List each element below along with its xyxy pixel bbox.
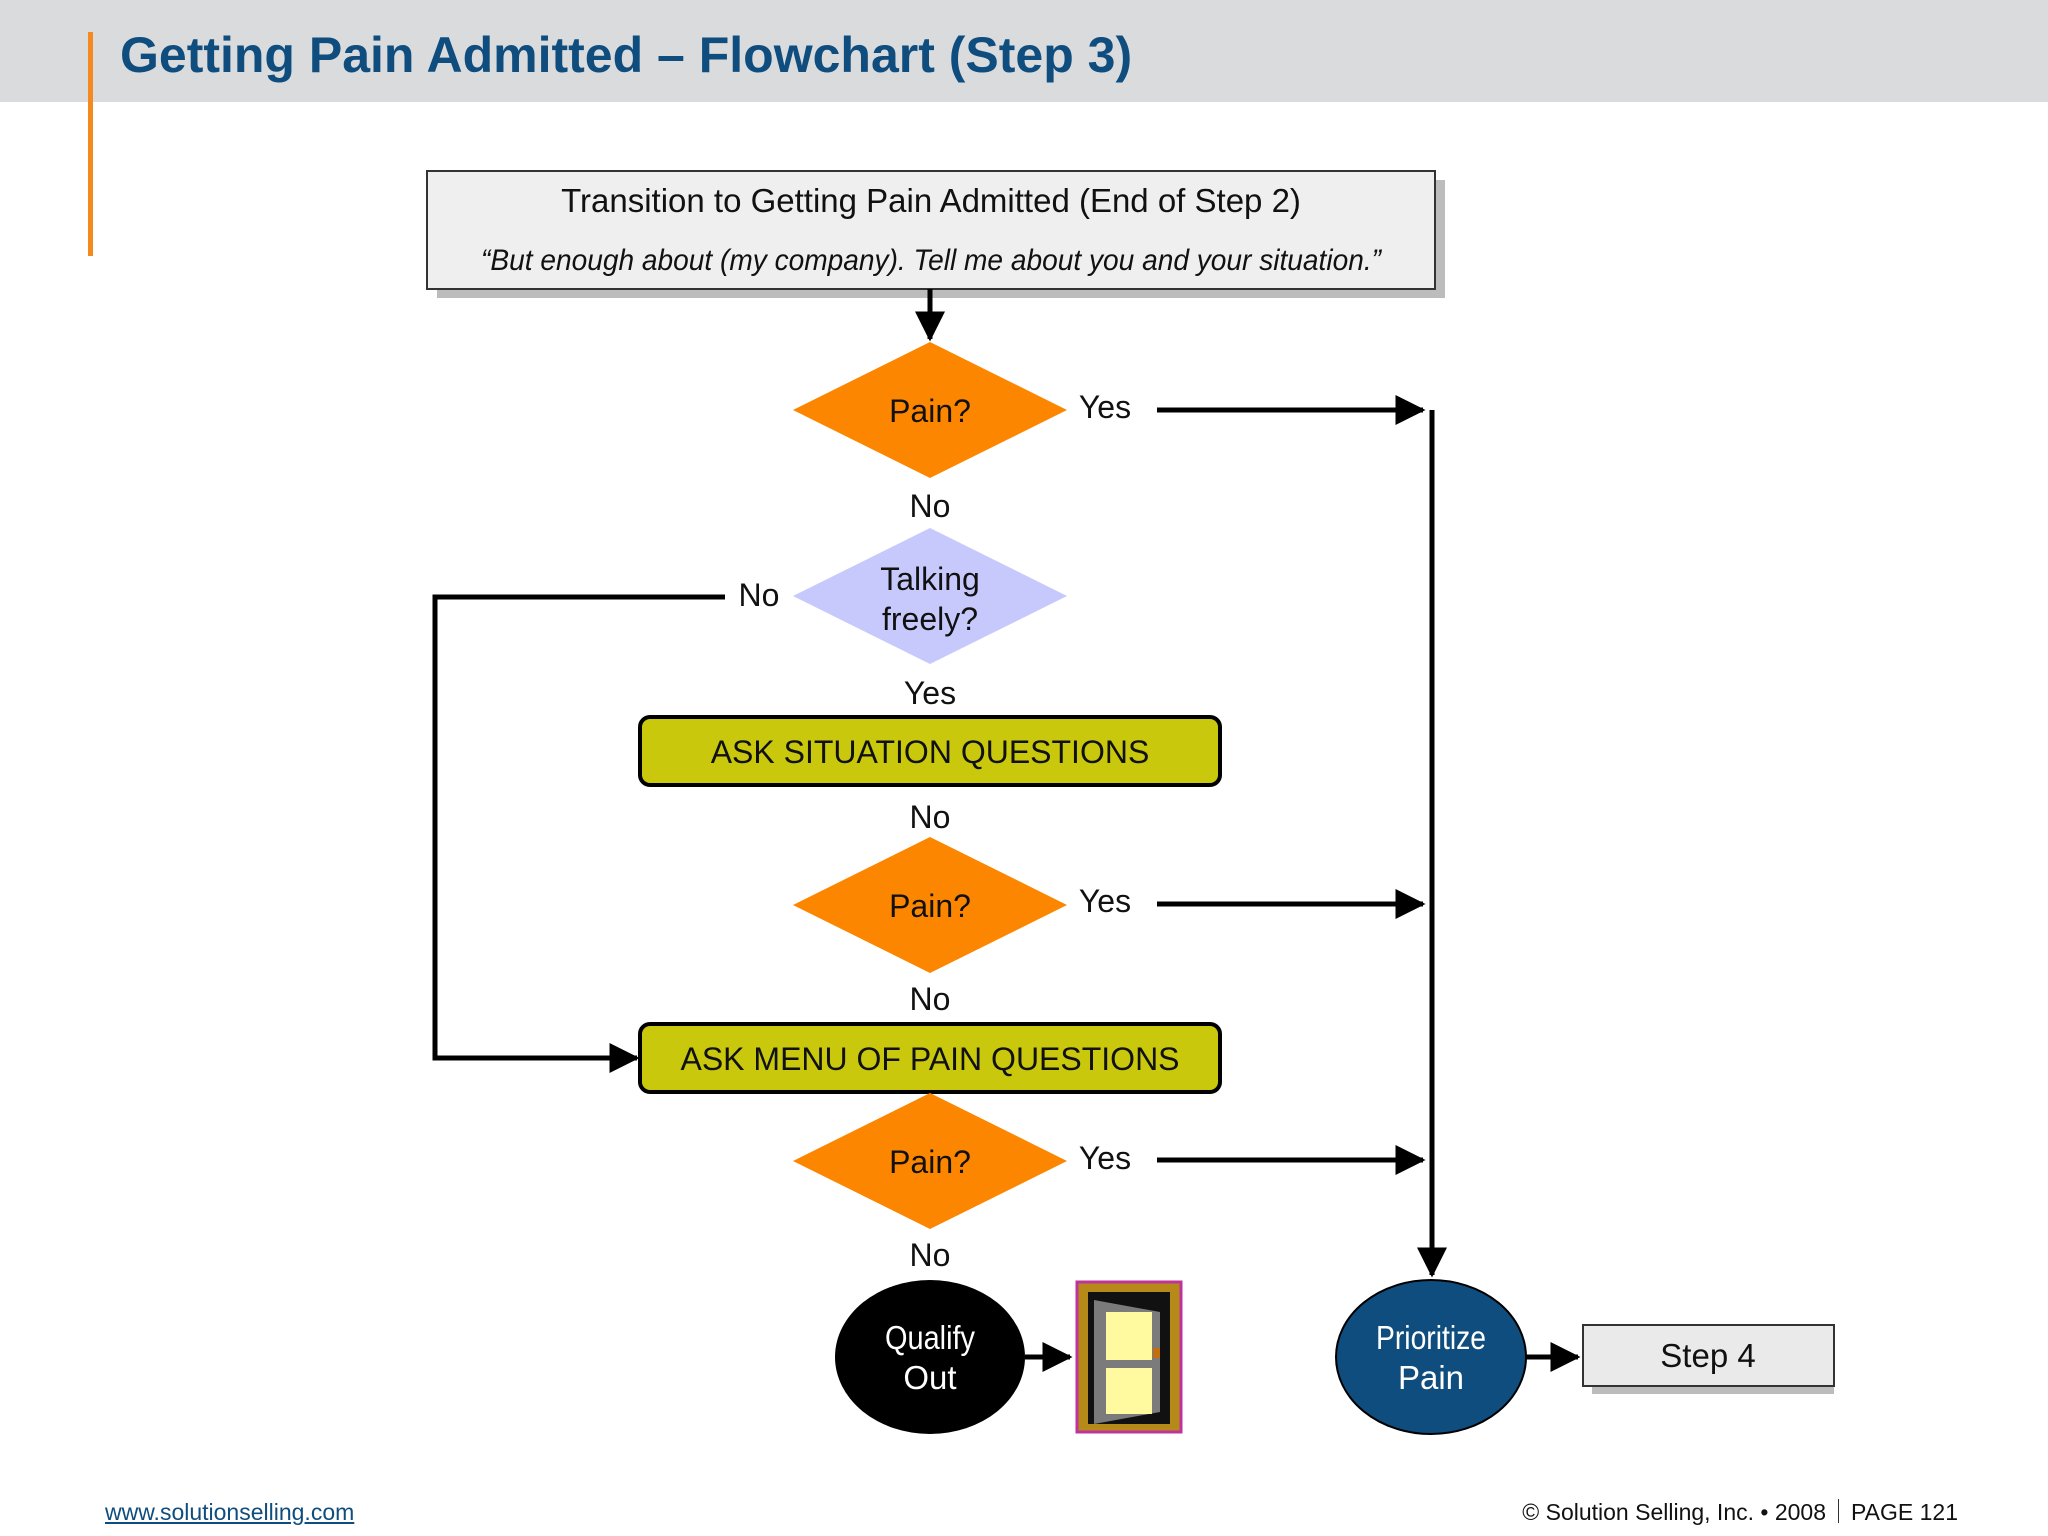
label-yes-talking: Yes	[904, 675, 956, 711]
decision-pain-2: Pain?	[793, 837, 1067, 973]
process-ask-situation-label: ASK SITUATION QUESTIONS	[711, 734, 1150, 770]
decision-pain-1: Pain?	[793, 342, 1067, 478]
start-box: Transition to Getting Pain Admitted (End…	[426, 170, 1445, 298]
label-yes-1: Yes	[1079, 389, 1131, 425]
label-no-3: No	[910, 981, 951, 1017]
decision-talking-line2: freely?	[882, 601, 978, 637]
footer-copyright: © Solution Selling, Inc. • 2008 PAGE 121	[1522, 1499, 1958, 1526]
footer-page-number: PAGE 121	[1851, 1499, 1958, 1525]
decision-talking-freely: Talking freely?	[793, 528, 1067, 664]
qualify-out-line1: Qualify	[885, 1319, 975, 1356]
start-box-title: Transition to Getting Pain Admitted (End…	[561, 182, 1301, 219]
qualify-out-line2: Out	[903, 1359, 956, 1396]
decision-pain-1-label: Pain?	[889, 393, 971, 429]
arrow-no-talking-loop	[432, 594, 725, 1073]
step4-box: Step 4	[1582, 1324, 1835, 1394]
terminal-qualify-out: Qualify Out	[835, 1280, 1025, 1434]
label-no-talking: No	[739, 577, 780, 613]
decision-talking-line1: Talking	[880, 561, 980, 597]
process-ask-menu-label: ASK MENU OF PAIN QUESTIONS	[680, 1041, 1179, 1077]
decision-pain-3-label: Pain?	[889, 1144, 971, 1180]
label-no-1: No	[910, 488, 951, 524]
terminal-prioritize-pain: Prioritize Pain	[1335, 1279, 1527, 1435]
step4-label: Step 4	[1660, 1337, 1755, 1374]
decision-pain-2-label: Pain?	[889, 888, 971, 924]
open-door-icon	[1075, 1280, 1183, 1434]
decision-pain-3: Pain?	[793, 1093, 1067, 1229]
footer-website-link[interactable]: www.solutionselling.com	[105, 1499, 355, 1525]
start-box-quote: “But enough about (my company). Tell me …	[481, 244, 1383, 277]
prioritize-line2: Pain	[1398, 1359, 1464, 1396]
accent-line	[88, 32, 93, 256]
header-bar	[0, 0, 2048, 102]
slide-title: Getting Pain Admitted – Flowchart (Step …	[120, 27, 1133, 83]
label-yes-2: Yes	[1079, 883, 1131, 919]
label-no-2: No	[910, 799, 951, 835]
prioritize-line1: Prioritize	[1376, 1319, 1486, 1356]
footer-separator	[1838, 1499, 1840, 1523]
process-ask-situation: ASK SITUATION QUESTIONS	[638, 715, 1222, 787]
label-no-4: No	[910, 1237, 951, 1273]
footer-copyright-text: © Solution Selling, Inc. • 2008	[1522, 1499, 1827, 1525]
process-ask-menu: ASK MENU OF PAIN QUESTIONS	[638, 1022, 1222, 1094]
label-yes-3: Yes	[1079, 1140, 1131, 1176]
